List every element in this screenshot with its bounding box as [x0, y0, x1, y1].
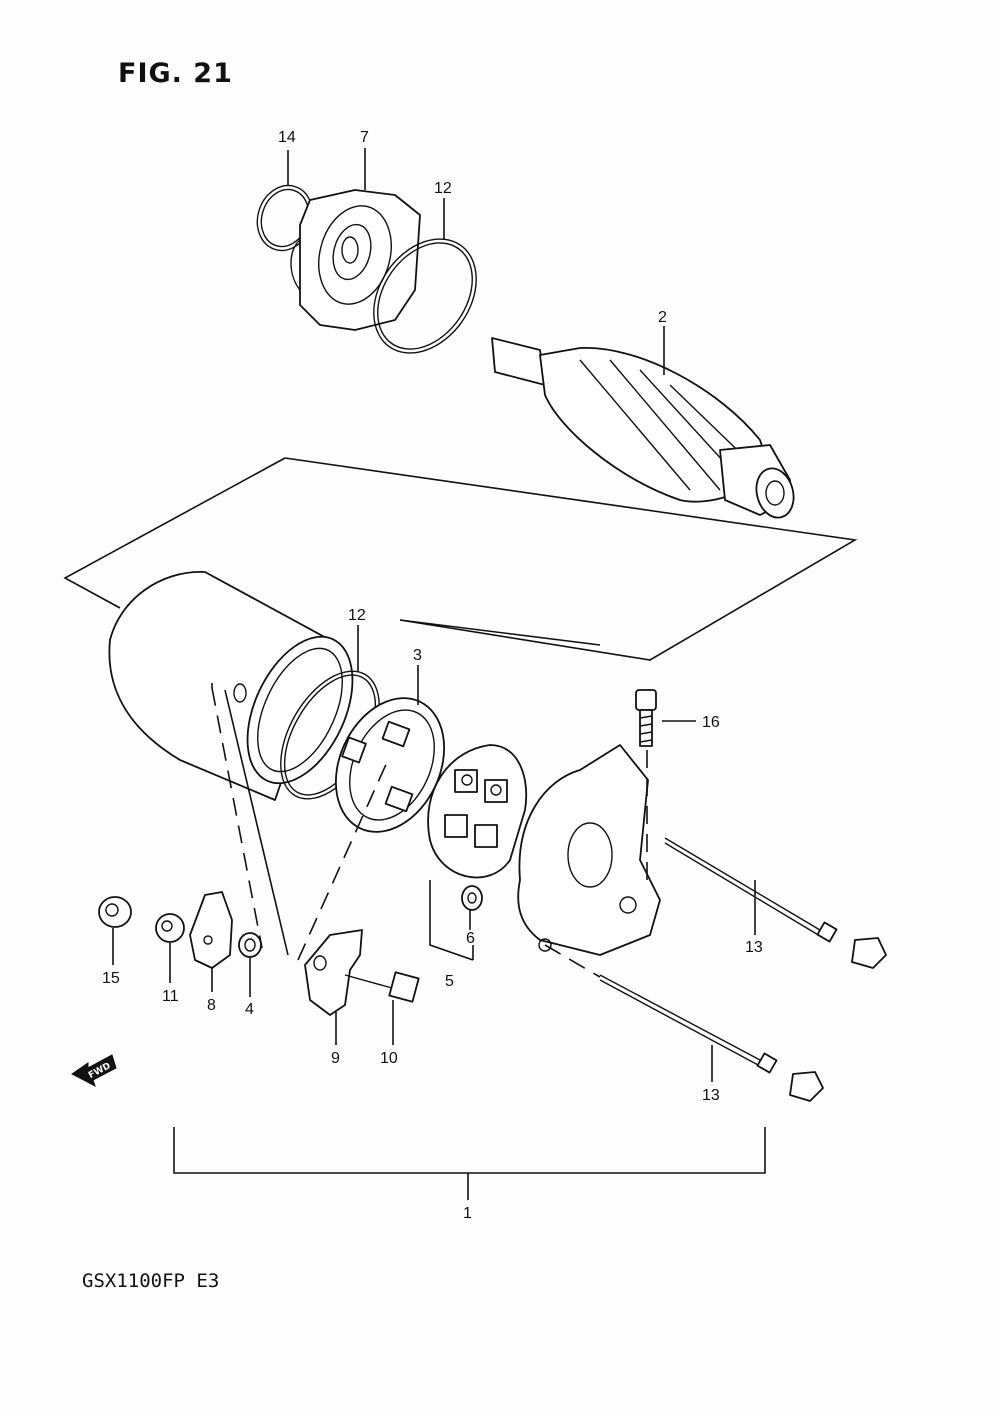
brush-holder-part-3: [334, 697, 446, 833]
callout-4: 4: [245, 1001, 254, 1018]
through-bolt-part-13-lower: [544, 944, 824, 1102]
callout-12-upper: 12: [434, 180, 452, 197]
callout-6: 6: [466, 930, 475, 947]
screw-part-10: [344, 971, 420, 1003]
callout-7: 7: [360, 129, 369, 146]
armature-part-2: [491, 337, 795, 519]
model-code: GSX1100FP E3: [82, 1270, 220, 1292]
gasket-ring-part-12-upper: [373, 238, 477, 354]
nut-part-15: [98, 896, 132, 928]
callout-15: 15: [102, 970, 120, 987]
brush-plate-part-5: [427, 744, 528, 879]
rear-end-cover: [517, 744, 661, 956]
callout-16: 16: [702, 714, 720, 731]
callout-9: 9: [331, 1050, 340, 1067]
nut-part-6: [461, 885, 483, 911]
callout-1: 1: [463, 1205, 472, 1222]
callout-5: 5: [445, 973, 454, 990]
assembly-outline: [63, 457, 858, 661]
callout-labels: 14 7 12 2 12 3 16 6 5 13 13 15 11 8 4 9 …: [102, 129, 763, 1222]
callout-leaders: [112, 148, 766, 1200]
plate-part-8: [189, 891, 233, 969]
nut-part-11: [155, 913, 185, 943]
callout-8: 8: [207, 997, 216, 1014]
yoke-housing: [108, 571, 354, 801]
callout-2: 2: [658, 309, 667, 326]
callout-13-lower: 13: [702, 1087, 720, 1104]
callout-14: 14: [278, 129, 296, 146]
callout-12-lower: 12: [348, 607, 366, 624]
washer-part-4: [238, 932, 262, 958]
terminal-part-9: [304, 929, 363, 1016]
through-bolt-part-13-upper: [664, 837, 887, 969]
fwd-arrow-icon: FWD: [71, 1054, 117, 1088]
bolt-part-16: [635, 689, 657, 880]
callout-13-upper: 13: [745, 939, 763, 956]
callout-11: 11: [162, 988, 179, 1005]
front-housing-part-7: [290, 189, 421, 331]
callout-3: 3: [413, 647, 422, 664]
figure-title: FIG. 21: [118, 58, 233, 89]
callout-10: 10: [380, 1050, 398, 1067]
assembly-leaders: [211, 683, 389, 961]
